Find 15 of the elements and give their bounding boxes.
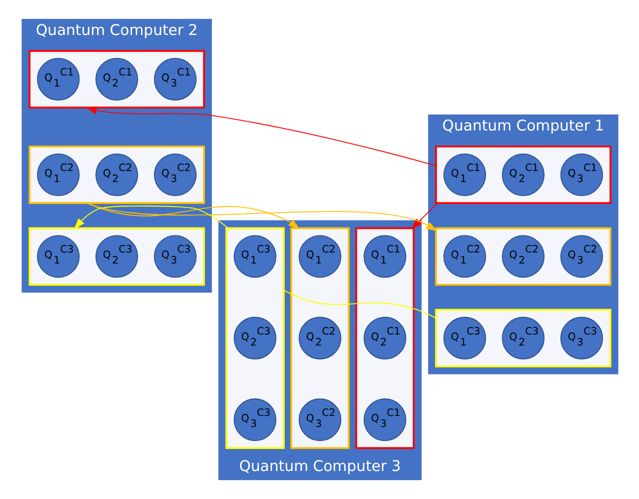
connector	[282, 290, 436, 319]
cluster	[434, 146, 611, 204]
cluster	[28, 227, 204, 286]
cluster	[290, 227, 350, 449]
arrow	[410, 202, 438, 230]
cluster	[434, 227, 611, 286]
cluster	[354, 227, 414, 449]
cluster	[28, 50, 204, 108]
arrow	[85, 106, 436, 166]
arrow	[86, 202, 437, 232]
cluster	[434, 308, 611, 368]
cluster	[224, 227, 284, 449]
arrow	[74, 206, 228, 230]
arrow	[86, 202, 300, 229]
cluster	[28, 146, 204, 204]
